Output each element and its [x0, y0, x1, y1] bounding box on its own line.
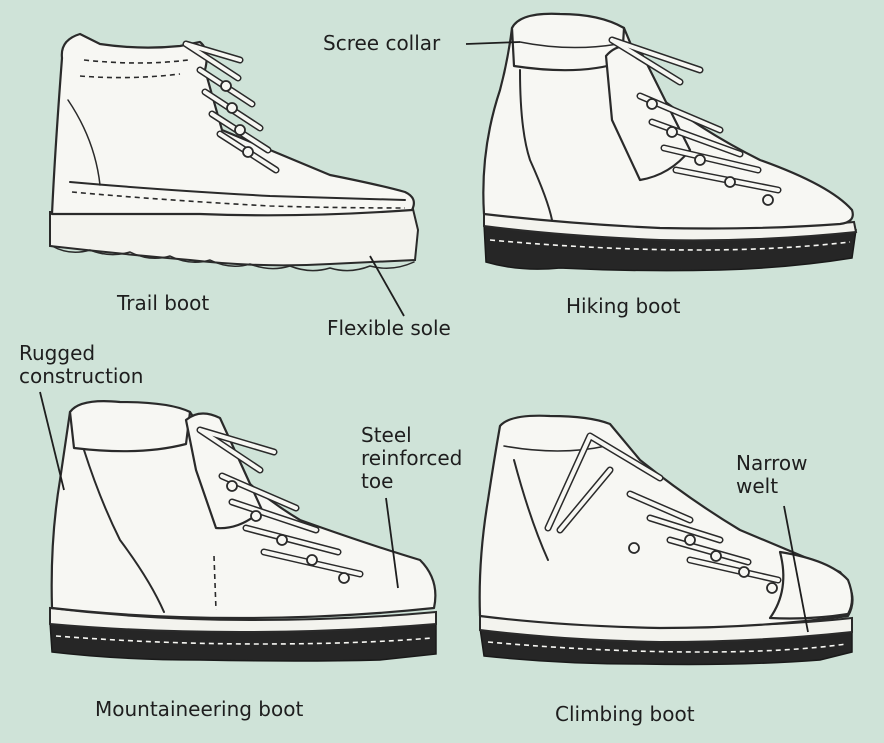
narrow-welt-line-1: Narrow — [736, 451, 808, 475]
hiking-boot-scree-collar — [510, 12, 626, 72]
trail-boot-upper — [50, 32, 415, 217]
narrow-welt-label: Narrow welt — [736, 452, 807, 498]
narrow-welt-leader — [783, 505, 809, 633]
rugged-construction-leader — [39, 391, 65, 491]
trail-boot-drawing — [49, 32, 420, 272]
hiking-boot-drawing — [482, 12, 858, 272]
steel-toe-line-3: toe — [361, 469, 394, 493]
steel-reinforced-toe-label: Steel reinforced toe — [361, 424, 462, 493]
trail-boot-label: Trail boot — [117, 291, 210, 315]
mountaineering-boot-drawing — [49, 400, 437, 662]
narrow-welt-line-2: welt — [736, 474, 779, 498]
climbing-boot-label: Climbing boot — [555, 702, 695, 726]
flexible-sole-leader — [369, 255, 405, 317]
steel-toe-leader — [385, 497, 399, 589]
flexible-sole-label: Flexible sole — [327, 316, 451, 340]
hiking-boot-label: Hiking boot — [566, 294, 681, 318]
scree-collar-leader — [465, 41, 521, 45]
mountaineering-boot-label: Mountaineering boot — [95, 697, 304, 721]
scree-collar-label: Scree collar — [323, 31, 441, 55]
steel-toe-line-1: Steel — [361, 423, 412, 447]
rugged-construction-line-1: Rugged — [19, 341, 96, 365]
climbing-boot-drawing — [478, 414, 854, 666]
steel-toe-line-2: reinforced — [361, 446, 463, 470]
rugged-construction-label: Rugged construction — [19, 342, 143, 388]
rugged-construction-line-2: construction — [19, 364, 144, 388]
